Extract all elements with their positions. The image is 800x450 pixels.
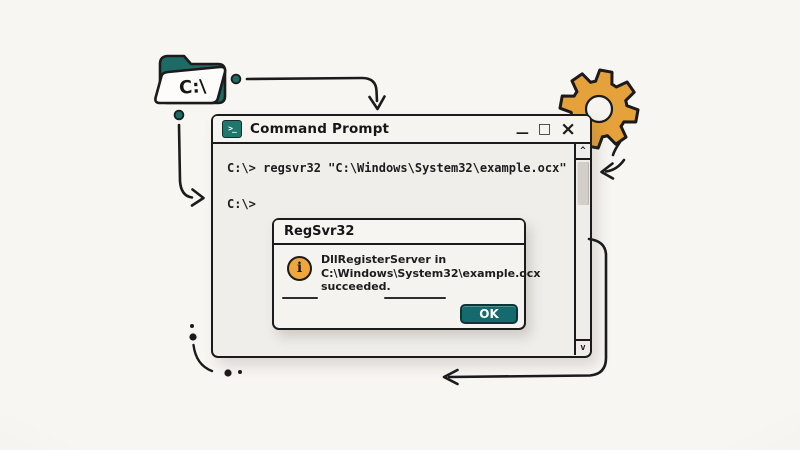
dialog-message: DllRegisterServer in C:\Windows\System32… — [321, 253, 541, 293]
info-icon: i — [287, 256, 312, 281]
ok-button[interactable]: OK — [460, 304, 518, 324]
scrollbar-track[interactable] — [576, 160, 590, 339]
console-command-line: C:\> regsvr32 "C:\Windows\System32\examp… — [227, 161, 567, 175]
scroll-up-icon[interactable]: ^ — [576, 144, 590, 160]
window-title: Command Prompt — [250, 121, 390, 137]
scroll-down-icon[interactable]: v — [576, 339, 590, 355]
close-icon[interactable]: × — [560, 117, 576, 140]
regsvr32-dialog: RegSvr32 i DllRegisterServer in C:\Windo… — [272, 218, 540, 330]
folder-label: C:\ — [178, 76, 207, 99]
arrow-folder-down — [173, 109, 205, 207]
sketch-dash — [282, 297, 318, 299]
drive-folder-icon: C:\ — [148, 46, 234, 110]
arrow-folder-to-window — [230, 73, 386, 111]
dialog-title: RegSvr32 — [274, 220, 524, 245]
terminal-icon: >_ — [222, 120, 242, 138]
scrollbar-thumb[interactable] — [577, 162, 589, 205]
maximize-icon[interactable]: □ — [537, 121, 552, 137]
sketch-dash — [384, 297, 446, 299]
scrollbar[interactable]: ^ v — [574, 144, 590, 355]
titlebar[interactable]: >_ Command Prompt — □ × — [213, 116, 590, 144]
console-prompt: C:\> — [227, 197, 256, 211]
minimize-icon[interactable]: — — [515, 125, 529, 141]
